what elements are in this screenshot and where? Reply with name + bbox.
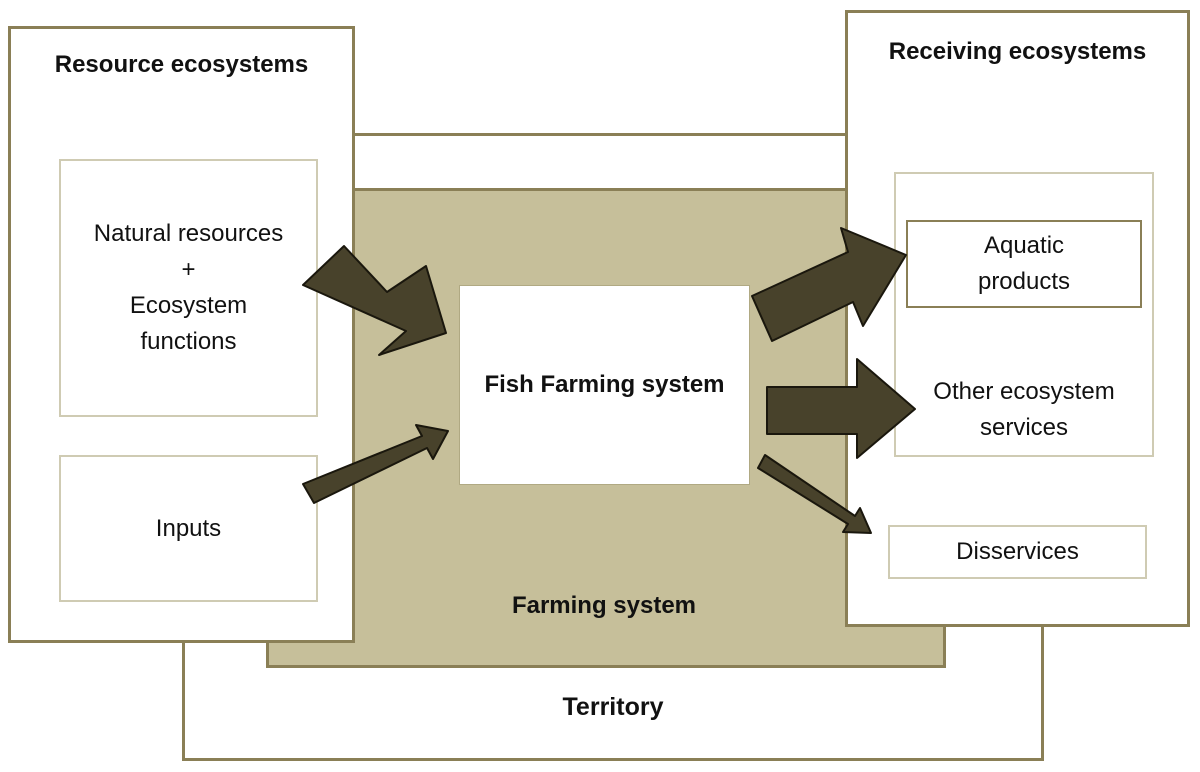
other-ecosystem-label: Other ecosystem	[933, 378, 1115, 405]
receiving-ecosystems-title: Receiving ecosystems	[888, 38, 1147, 65]
other-services-arrow	[766, 358, 916, 459]
inputs-box: Inputs	[59, 455, 318, 602]
other-ecosystem-services: Other ecosystem services	[906, 372, 1142, 448]
aquatic-label: Aquatic	[983, 232, 1065, 259]
aquatic-products-arrow	[751, 227, 907, 342]
fish-farming-system-label: Fish Farming system	[484, 371, 725, 398]
territory-label: Territory	[562, 693, 664, 721]
natural-resources-box: Natural resources + Ecosystem functions	[59, 159, 318, 417]
functions-label: functions	[140, 328, 237, 355]
aquatic-products-box: Aquatic products	[906, 220, 1142, 308]
ecosystem-services-group	[894, 172, 1154, 457]
natural-resources-arrow	[302, 245, 447, 356]
receiving-ecosystems-panel	[845, 10, 1190, 627]
resource-ecosystems-panel	[8, 26, 355, 643]
inputs-label: Inputs	[155, 514, 222, 542]
farming-system-label: Farming system	[511, 592, 697, 619]
plus-sign: +	[181, 256, 196, 283]
disservices-arrow	[757, 454, 872, 534]
ecosystem-label: Ecosystem	[129, 292, 248, 319]
disservices-label: Disservices	[956, 538, 1079, 565]
fish-farming-system-box: Fish Farming system	[459, 285, 750, 485]
disservices-box: Disservices	[888, 525, 1147, 579]
natural-resources-label: Natural resources	[93, 220, 284, 247]
services-label: services	[979, 414, 1069, 441]
products-label: products	[977, 268, 1071, 295]
resource-ecosystems-title: Resource ecosystems	[54, 51, 309, 78]
inputs-arrow	[302, 424, 449, 504]
